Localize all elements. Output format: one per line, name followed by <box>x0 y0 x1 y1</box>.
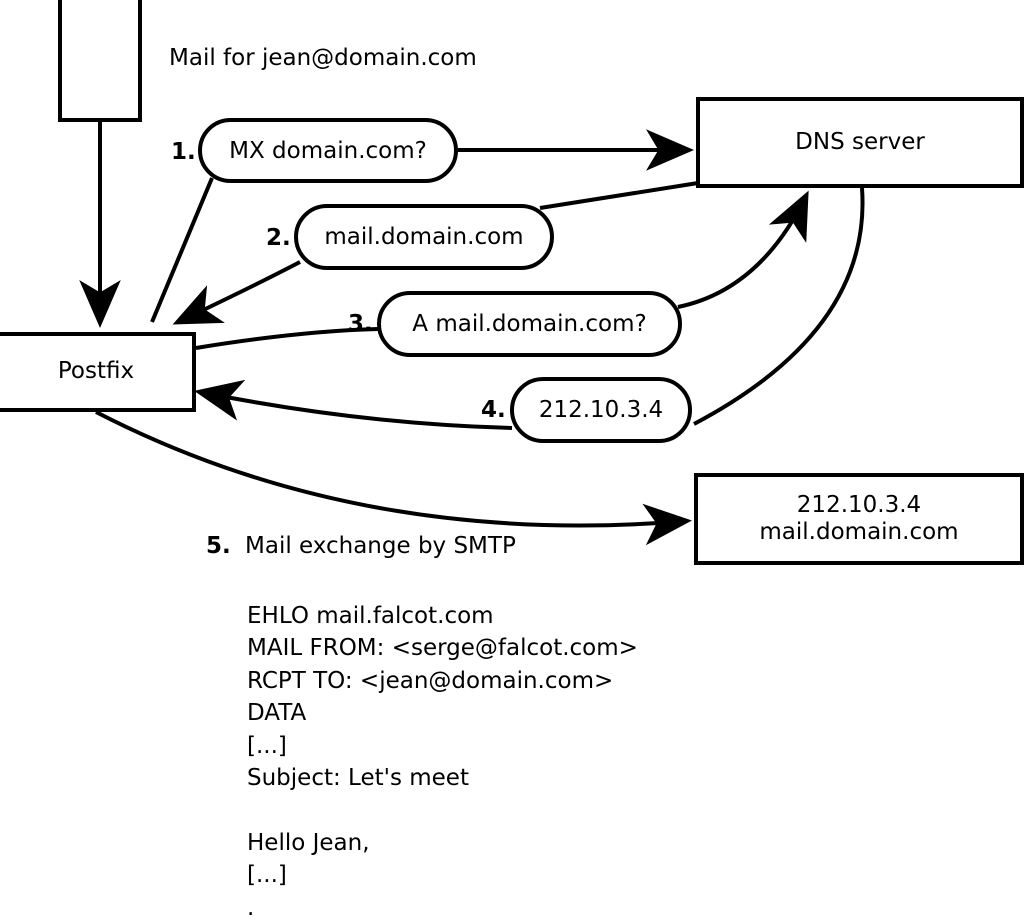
step-1-bubble-label: MX domain.com? <box>229 137 427 164</box>
connector-step-1 <box>150 129 694 323</box>
step-3-number: 3. <box>348 311 373 337</box>
step-1-number: 1. <box>171 139 196 165</box>
step-3-bubble: A mail.domain.com? <box>377 291 682 357</box>
postfix-box: Postfix <box>0 332 196 412</box>
step-4-bubble-label: 212.10.3.4 <box>538 397 664 423</box>
step-4-bubble: 212.10.3.4 <box>510 377 692 443</box>
target-server-ip: 212.10.3.4 <box>796 491 922 518</box>
step-2-number: 2. <box>266 225 291 251</box>
target-server-box: 212.10.3.4 mail.domain.com <box>694 473 1024 565</box>
connector-step-5 <box>95 410 692 546</box>
connector-step-2 <box>172 181 699 325</box>
mail-for-caption: Mail for jean@domain.com <box>169 45 477 71</box>
step-2-bubble: mail.domain.com <box>294 204 554 270</box>
connector-step-3 <box>195 190 809 350</box>
step-1-bubble: MX domain.com? <box>198 118 458 183</box>
step-4-number: 4. <box>481 397 506 423</box>
connector-step-4 <box>194 187 865 430</box>
sender-box <box>58 0 142 122</box>
dns-server-label: DNS server <box>795 128 925 155</box>
postfix-label: Postfix <box>57 358 135 385</box>
step-5-label: Mail exchange by SMTP <box>245 533 516 559</box>
step-3-bubble-label: A mail.domain.com? <box>412 311 647 337</box>
smtp-transcript: EHLO mail.falcot.com MAIL FROM: <serge@f… <box>247 603 638 921</box>
step-2-bubble-label: mail.domain.com <box>324 224 524 250</box>
dns-server-box: DNS server <box>696 97 1024 188</box>
target-server-hostname: mail.domain.com <box>759 519 959 545</box>
step-5-number: 5. <box>206 533 231 559</box>
